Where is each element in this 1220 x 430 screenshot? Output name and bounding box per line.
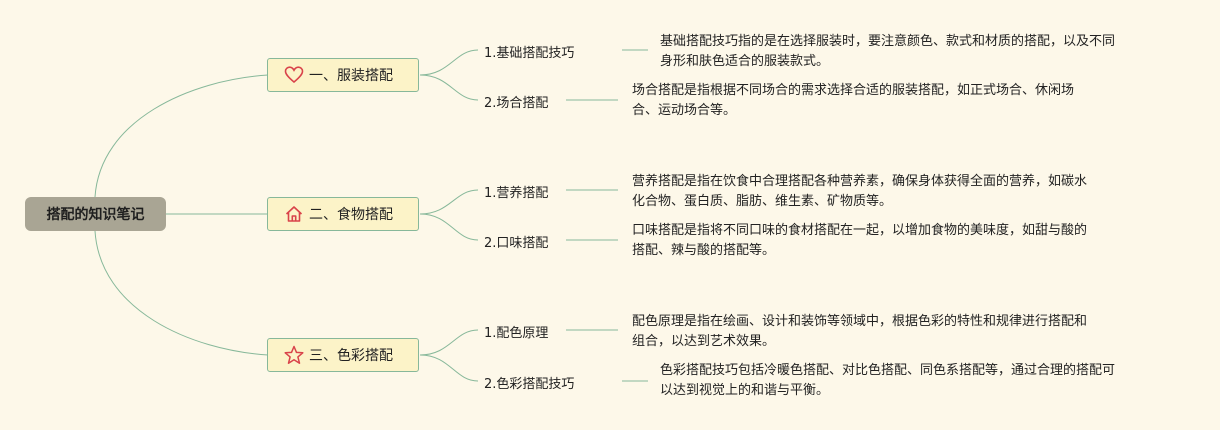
connector-cat3-item1: [419, 329, 479, 356]
connector-cat2-item2: [419, 213, 479, 241]
category-label: 一、服装搭配: [309, 68, 393, 84]
connector-cat2-item1: [419, 189, 479, 215]
subtopic-occasion-matching[interactable]: 2.场合搭配: [484, 96, 549, 111]
connector-root-cat3: [94, 230, 269, 356]
connector-cat3-item2: [419, 354, 479, 382]
description-note: 色彩搭配技巧包括冷暖色搭配、对比色搭配、同色系搭配等，通过合理的搭配可 以达到视…: [660, 363, 1116, 398]
connector-root-cat1: [94, 74, 269, 198]
category-label: 三、色彩搭配: [309, 348, 393, 364]
category-node-food[interactable]: 二、食物搭配: [267, 197, 419, 231]
description-note: 营养搭配是指在饮食中合理搭配各种营养素，确保身体获得全面的营养，如碳水 化合物、…: [632, 174, 1088, 209]
connector-cat1-item2: [419, 74, 479, 101]
star-icon: [284, 345, 304, 365]
subtopic-color-principle[interactable]: 1.配色原理: [484, 326, 549, 341]
description-note: 配色原理是指在绘画、设计和装饰等领域中，根据色彩的特性和规律进行搭配和 组合，以…: [632, 314, 1088, 349]
description-note: 口味搭配是指将不同口味的食材搭配在一起，以增加食物的美味度，如甜与酸的 搭配、辣…: [632, 223, 1088, 258]
connector-cat1-item1: [419, 49, 479, 76]
heart-icon: [284, 65, 304, 85]
subtopic-color-technique[interactable]: 2.色彩搭配技巧: [484, 377, 575, 392]
description-note: 场合搭配是指根据不同场合的需求选择合适的服装搭配，如正式场合、休闲场 合、运动场…: [632, 83, 1075, 118]
category-label: 二、食物搭配: [309, 207, 393, 223]
root-node[interactable]: 搭配的知识笔记: [25, 197, 166, 231]
home-icon: [284, 204, 304, 224]
description-note: 基础搭配技巧指的是在选择服装时，要注意颜色、款式和材质的搭配，以及不同 身形和肤…: [660, 34, 1116, 69]
subtopic-taste-matching[interactable]: 2.口味搭配: [484, 236, 549, 251]
root-label: 搭配的知识笔记: [46, 207, 145, 223]
subtopic-basic-matching[interactable]: 1.基础搭配技巧: [484, 46, 575, 61]
category-node-color[interactable]: 三、色彩搭配: [267, 338, 419, 372]
subtopic-nutrition-matching[interactable]: 1.营养搭配: [484, 186, 549, 201]
category-node-clothing[interactable]: 一、服装搭配: [267, 58, 419, 92]
